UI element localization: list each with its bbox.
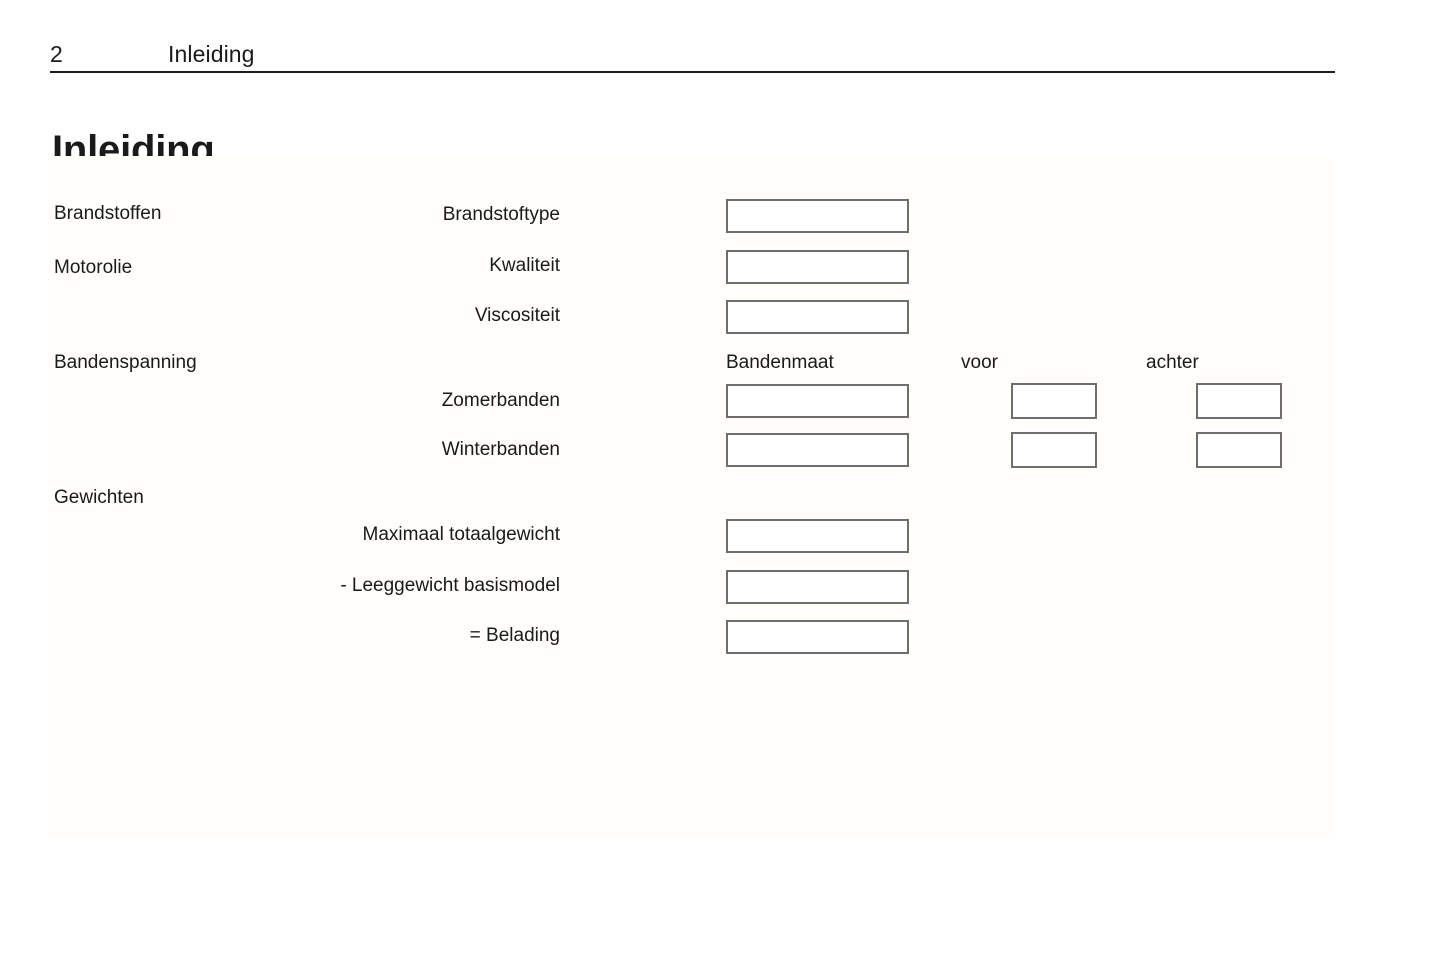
field-label-belading: = Belading — [469, 625, 560, 646]
input-kwaliteit[interactable] — [726, 250, 909, 284]
input-zomerbanden-bandenmaat[interactable] — [726, 384, 909, 418]
input-maximaal-totaalgewicht[interactable] — [726, 519, 909, 553]
column-header-voor: voor — [961, 352, 998, 373]
page-number: 2 — [50, 41, 63, 67]
field-label-maximaal-totaalgewicht: Maximaal totaalgewicht — [362, 524, 560, 545]
input-belading[interactable] — [726, 620, 909, 654]
field-label-winterbanden: Winterbanden — [441, 439, 560, 460]
input-zomerbanden-achter[interactable] — [1196, 383, 1282, 419]
column-header-bandenmaat: Bandenmaat — [726, 352, 834, 373]
input-winterbanden-achter[interactable] — [1196, 432, 1282, 468]
input-leeggewicht-basismodel[interactable] — [726, 570, 909, 604]
field-label-leeggewicht-basismodel: - Leeggewicht basismodel — [340, 575, 560, 596]
input-brandstoftype[interactable] — [726, 199, 909, 233]
section-label-brandstoffen: Brandstoffen — [54, 203, 162, 224]
running-header: 2 Inleiding — [50, 40, 1335, 74]
input-viscositeit[interactable] — [726, 300, 909, 334]
input-zomerbanden-voor[interactable] — [1011, 383, 1097, 419]
vehicle-data-form-panel: Brandstoffen Motorolie Bandenspanning Ge… — [50, 156, 1335, 841]
field-label-viscositeit: Viscositeit — [474, 305, 560, 326]
field-label-brandstoftype: Brandstoftype — [442, 204, 560, 225]
header-divider-rule — [50, 71, 1335, 73]
input-winterbanden-voor[interactable] — [1011, 432, 1097, 468]
column-header-achter: achter — [1146, 352, 1199, 373]
field-label-zomerbanden: Zomerbanden — [441, 390, 560, 411]
section-label-motorolie: Motorolie — [54, 257, 133, 278]
header-chapter-name: Inleiding — [168, 41, 255, 67]
input-winterbanden-bandenmaat[interactable] — [726, 433, 909, 467]
section-label-gewichten: Gewichten — [54, 487, 144, 508]
field-label-kwaliteit: Kwaliteit — [489, 255, 560, 276]
section-label-bandenspanning: Bandenspanning — [54, 352, 197, 373]
